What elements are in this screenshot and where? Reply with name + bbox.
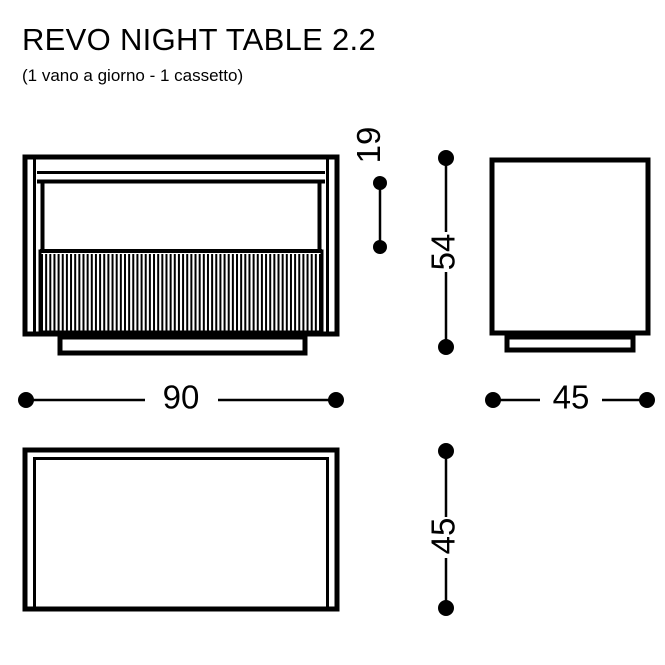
front-plinth-base — [57, 334, 308, 356]
front-elevation-view — [22, 154, 340, 356]
page-subtitle: (1 vano a giorno - 1 cassetto) — [22, 66, 244, 85]
dim-90-terminator-left — [18, 392, 34, 408]
dim-45-width-terminator-left — [485, 392, 501, 408]
dim-54-terminator-top — [438, 150, 454, 166]
dimension-front-height-54: 54 — [425, 150, 462, 355]
dim-54-terminator-bottom — [438, 339, 454, 355]
dim-19-terminator-bottom — [373, 240, 387, 254]
dimension-plan-depth-45: 45 — [425, 443, 462, 616]
front-drawer-fluting — [41, 254, 321, 331]
dim-45-width-terminator-right — [639, 392, 655, 408]
dimension-side-depth-45: 45 — [485, 379, 655, 416]
front-drawer-outline — [38, 249, 324, 334]
dim-54-label: 54 — [425, 234, 462, 271]
plan-outer-outline — [22, 447, 340, 612]
side-plinth-base — [504, 334, 636, 353]
dim-45-width-label: 45 — [553, 379, 590, 416]
dim-19-label: 19 — [350, 127, 387, 164]
dimension-front-width-90: 90 — [18, 379, 344, 416]
side-carcass-outline — [489, 157, 651, 336]
side-elevation-view — [489, 157, 651, 353]
dim-90-label: 90 — [163, 379, 200, 416]
front-outer-carcass — [22, 154, 340, 337]
dim-45-depth-terminator-top — [438, 443, 454, 459]
dimension-compartment-height-19: 19 — [350, 127, 387, 254]
dim-45-depth-terminator-bottom — [438, 600, 454, 616]
dim-90-terminator-right — [328, 392, 344, 408]
page-title: REVO NIGHT TABLE 2.2 — [22, 22, 377, 57]
plan-view — [22, 447, 340, 612]
dim-45-depth-label: 45 — [425, 518, 462, 555]
title-block: REVO NIGHT TABLE 2.2 (1 vano a giorno - … — [22, 22, 642, 88]
dim-19-terminator-top — [373, 176, 387, 190]
